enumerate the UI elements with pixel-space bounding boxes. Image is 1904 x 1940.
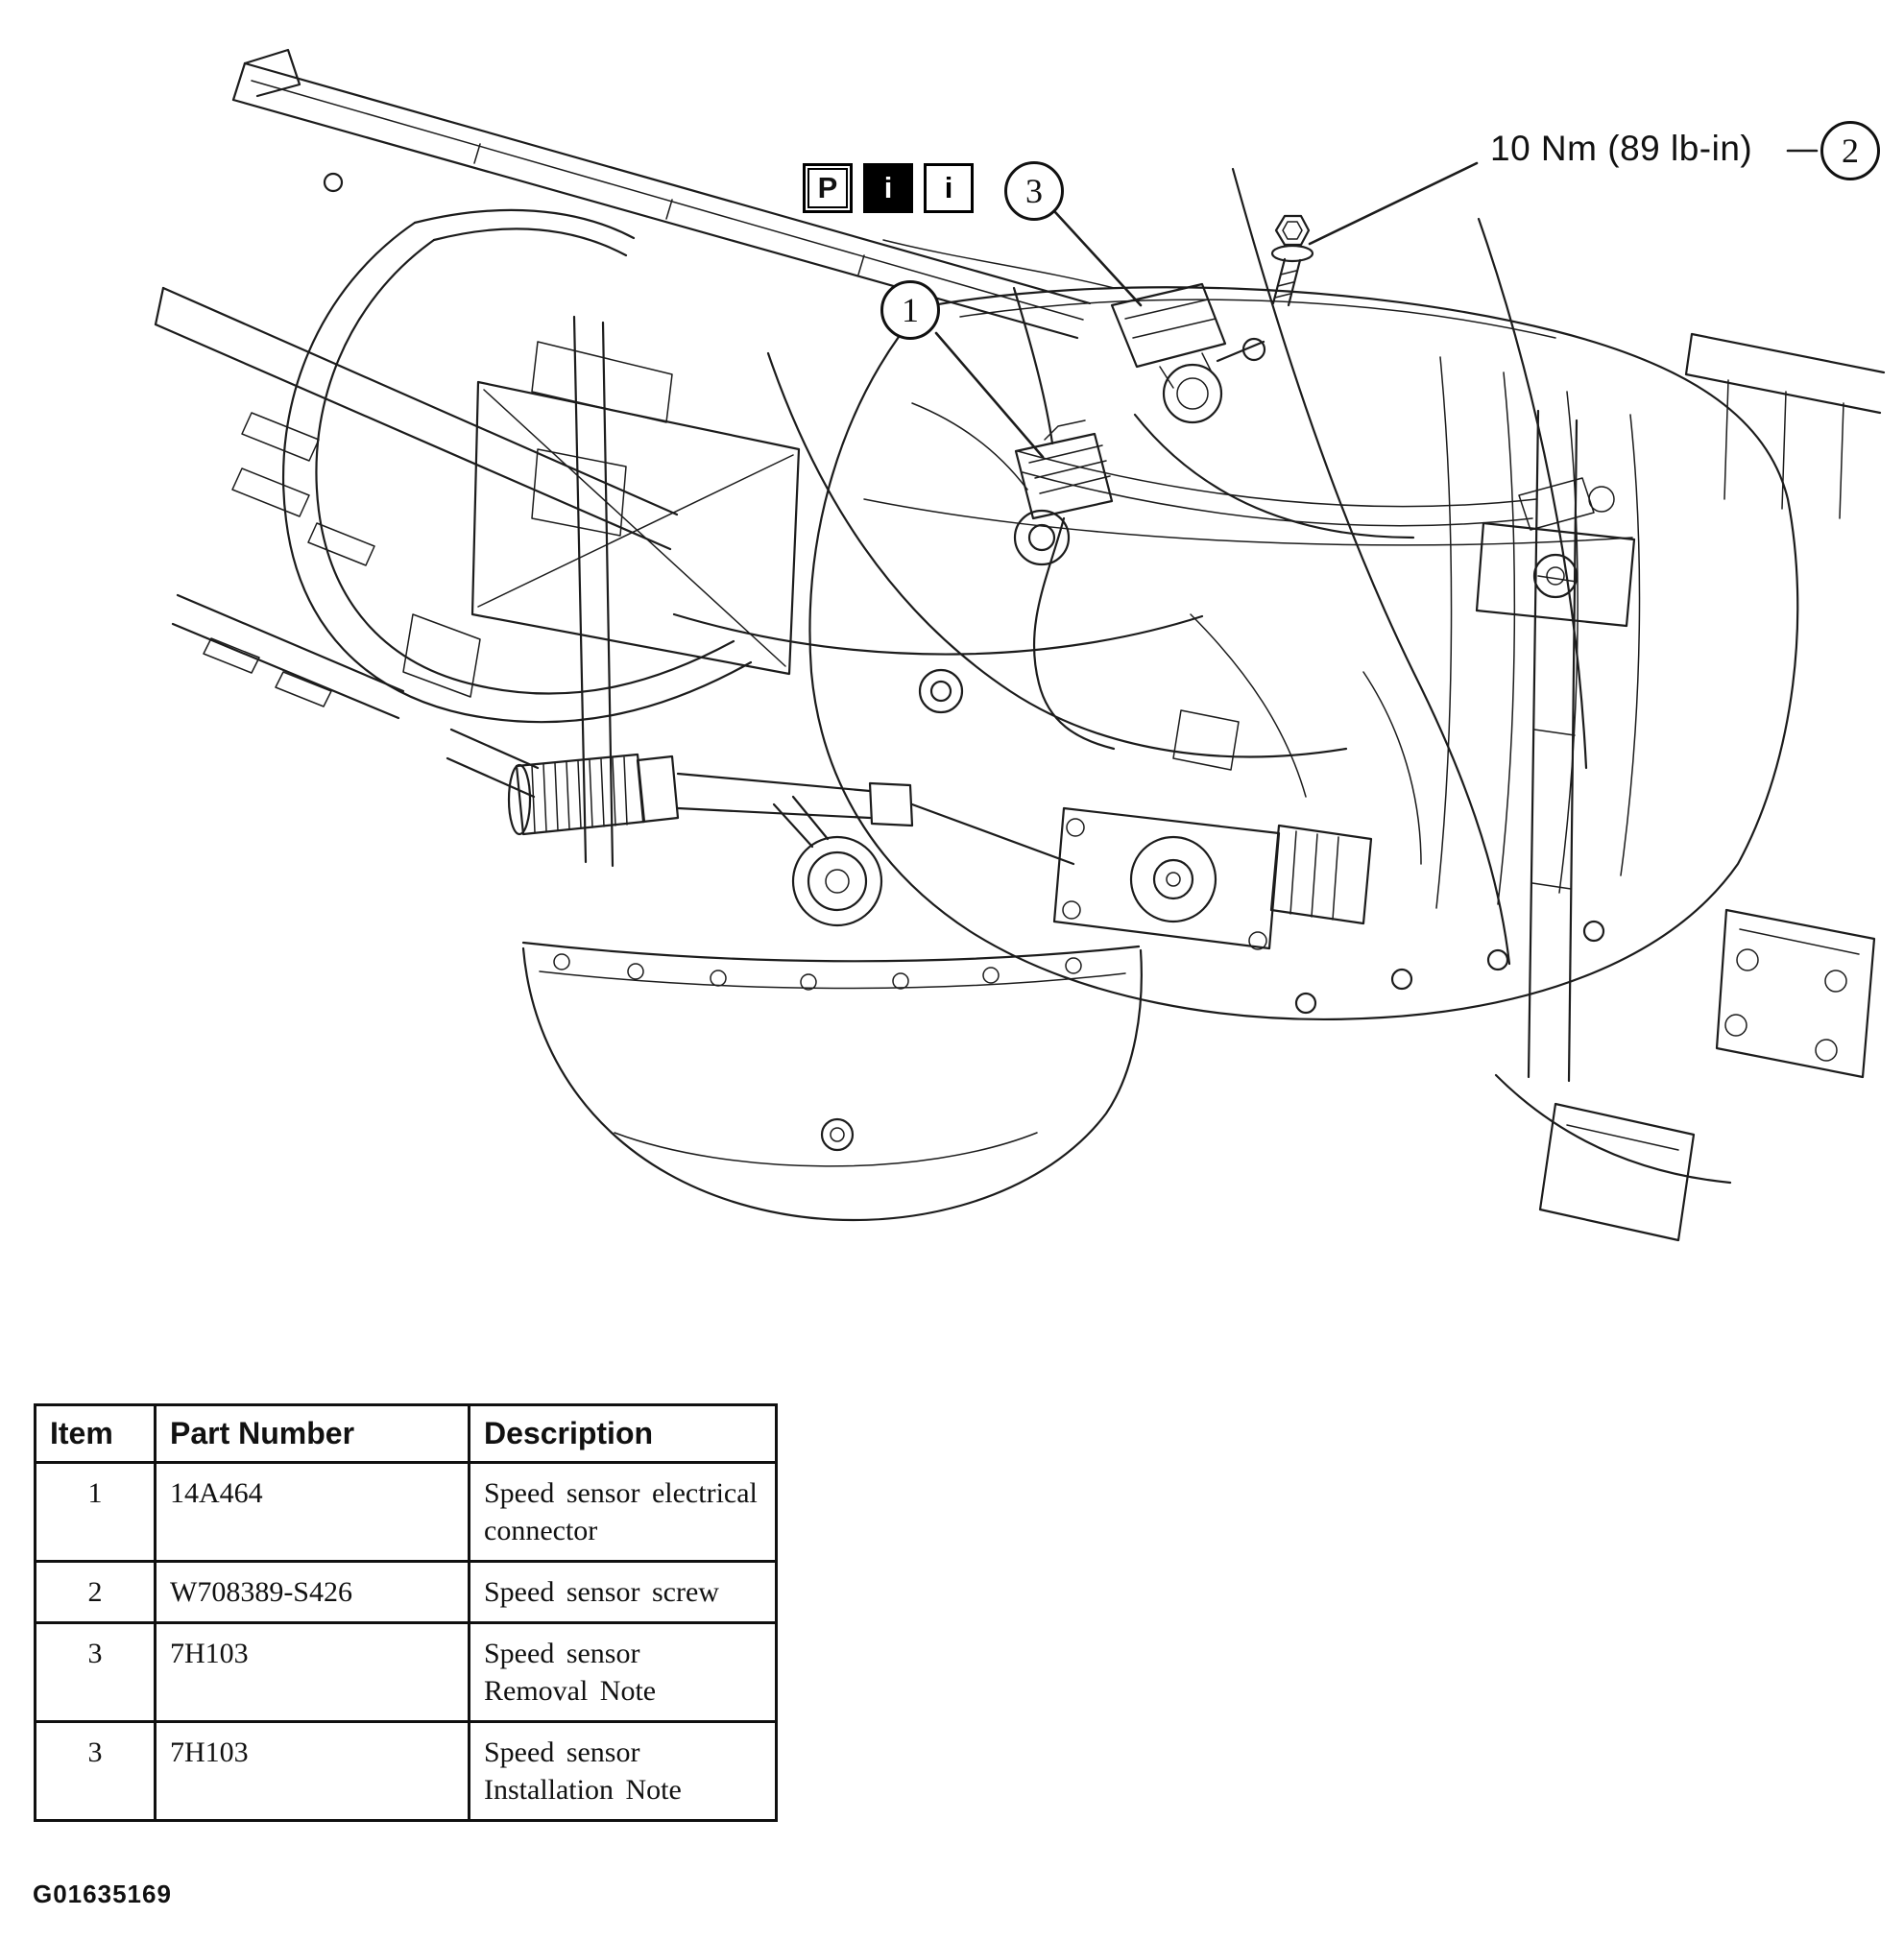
- part-number-cell: W708389-S426: [154, 1560, 470, 1624]
- info-note-badge-icon: i: [863, 163, 913, 213]
- oil-pan: [521, 941, 1143, 1222]
- crossmember: [470, 315, 801, 868]
- callout-2: 2: [1820, 121, 1880, 180]
- item-cell: 3: [34, 1720, 157, 1822]
- sensor-screw: [1270, 214, 1314, 307]
- item-cell: 3: [34, 1621, 157, 1723]
- part-number-cell: 14A464: [154, 1461, 470, 1563]
- table-row: 3 7H103 Speed sensor Installation Note: [34, 1720, 778, 1822]
- description-text: Speed sensor electrical connector: [484, 1477, 758, 1546]
- info-note-badge-icon: i: [924, 163, 974, 213]
- electrical-connector: [1014, 419, 1116, 751]
- description-text: Speed sensor screw: [484, 1576, 719, 1608]
- table-header-row: Item Part Number Description: [34, 1403, 778, 1464]
- frame-rail-lower-left: [154, 286, 679, 720]
- description-cell: Speed sensor Removal Note: [468, 1621, 778, 1723]
- figure-id: G01635169: [33, 1880, 172, 1908]
- callout-3: 3: [1004, 161, 1064, 221]
- right-frame: [1475, 332, 1886, 1242]
- range-sensor: [1052, 806, 1373, 950]
- item-cell: 1: [34, 1461, 157, 1563]
- note-badges: P i i: [803, 163, 974, 213]
- wiring-harness: [672, 167, 1588, 966]
- table-row: 1 14A464 Speed sensor electrical connect…: [34, 1461, 778, 1563]
- description-text: Speed sensor: [484, 1736, 640, 1768]
- header-part-number: Part Number: [154, 1403, 470, 1464]
- description-cell: Speed sensor electrical connector: [468, 1461, 778, 1563]
- cable-loop: [282, 208, 753, 724]
- round-seal: [772, 795, 883, 927]
- leader-lines: [934, 149, 1819, 459]
- part-number-cell: 7H103: [154, 1621, 470, 1723]
- header-item: Item: [34, 1403, 157, 1464]
- diagram-line-art: [154, 48, 1886, 1242]
- table-row: 3 7H103 Speed sensor Removal Note: [34, 1621, 778, 1723]
- table-row: 2 W708389-S426 Speed sensor screw: [34, 1560, 778, 1624]
- description-text: Speed sensor: [484, 1638, 640, 1669]
- part-number-cell: 7H103: [154, 1720, 470, 1822]
- item-cell: 2: [34, 1560, 157, 1624]
- parts-table: Item Part Number Description 1 14A464 Sp…: [34, 1403, 778, 1822]
- description-cell: Speed sensor Installation Note: [468, 1720, 778, 1822]
- transmission-housing: [808, 286, 1799, 1020]
- header-description: Description: [468, 1403, 778, 1464]
- callout-1: 1: [880, 280, 940, 340]
- description-note: Removal Note: [484, 1675, 657, 1707]
- description-note: Installation Note: [484, 1774, 682, 1806]
- speed-sensor: [1110, 282, 1266, 424]
- description-cell: Speed sensor screw: [468, 1560, 778, 1624]
- park-note-badge-icon: P: [803, 163, 853, 213]
- output-shaft: [402, 613, 1075, 866]
- torque-spec-label: 10 Nm (89 lb-in): [1490, 129, 1753, 168]
